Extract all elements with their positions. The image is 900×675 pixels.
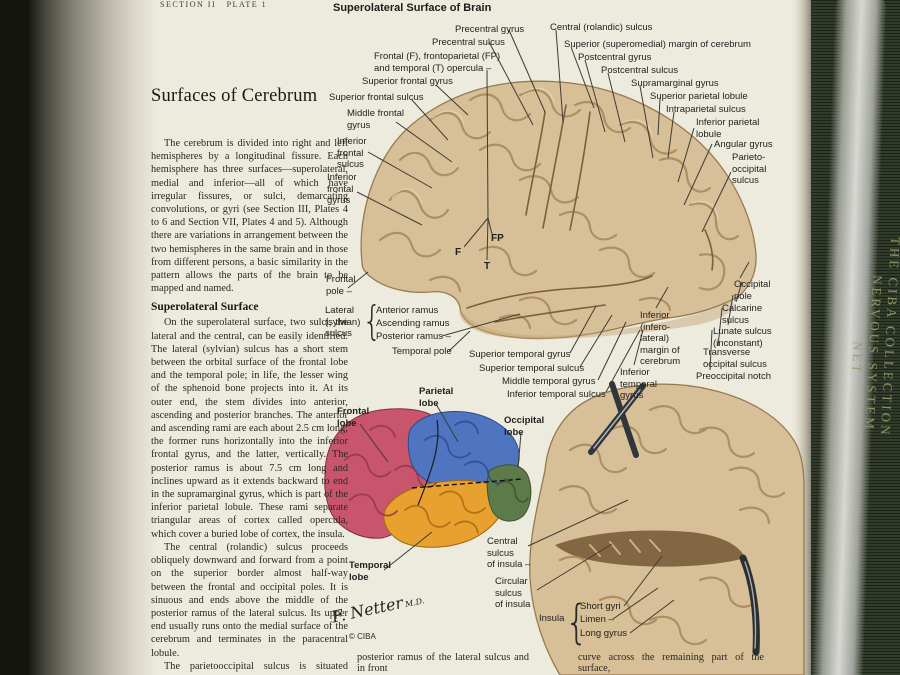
copyright-ciba: © CIBA: [349, 632, 376, 641]
label-superior-temporal-gyrus: Superior temporal gyrus: [469, 349, 571, 360]
paragraph: The cerebrum is divided into right and l…: [151, 138, 348, 295]
article-column: Surfaces of Cerebrum The cerebrum is div…: [151, 86, 348, 675]
label-inferior-temporal-sulcus: Inferior temporal sulcus: [507, 389, 606, 400]
paragraph: The central (rolandic) sulcus proceeds o…: [151, 541, 348, 659]
label-superior-frontal-sulcus: Superior frontal sulcus: [329, 92, 424, 103]
article-heading: Surfaces of Cerebrum: [151, 86, 318, 106]
label-superior-temporal-sulcus: Superior temporal sulcus: [479, 363, 585, 374]
label-circular-sulcus-of-insula: Circular sulcus of insula: [495, 576, 531, 610]
label-posterior-ramus: Posterior ramus –: [376, 331, 451, 342]
label-temporal-pole: Temporal pole: [392, 346, 452, 357]
sylvian-brace: {: [362, 297, 382, 345]
label-frontal-lobe: Frontal lobe: [337, 406, 370, 429]
label-superior-parietal-lobule: Superior parietal lobule: [650, 91, 748, 102]
label-short-gyri: Short gyri: [580, 601, 621, 612]
label-intraparietal-sulcus: Intraparietal sulcus: [666, 104, 746, 115]
label-middle-temporal-gyrus: Middle temporal gyrus: [502, 376, 596, 387]
label-inferior-frontal-gyrus: Inferior frontal gyrus: [327, 172, 357, 206]
label-superior-margin: Superior (superomedial) margin of cerebr…: [564, 39, 751, 50]
label-angular-gyrus: Angular gyrus: [714, 139, 773, 150]
label-postcentral-gyrus: Postcentral gyrus: [578, 52, 652, 63]
paragraph: The parietooccipital sulcus is situated …: [151, 660, 348, 675]
article-subheading: Superolateral Surface: [151, 301, 259, 314]
continuation-right-column: curve across the remaining part of the s…: [578, 652, 764, 674]
plate-title: Superolateral Surface of Brain: [333, 2, 492, 14]
label-parietal-lobe: Parietal lobe: [419, 386, 454, 409]
label-occipital-pole: Occipital pole: [734, 279, 771, 302]
label-inferior-frontal-sulcus: Inferior frontal sulcus: [337, 136, 367, 170]
signature-suffix: M.D.: [404, 596, 426, 610]
label-letter-fp: FP: [491, 233, 504, 244]
paragraph: On the superolateral surface, two sulci,…: [151, 317, 348, 540]
continuation-middle-column: posterior ramus of the lateral sulcus an…: [357, 652, 529, 674]
label-ascending-ramus: Ascending ramus: [376, 318, 450, 329]
label-precentral-sulcus: Precentral sulcus: [432, 37, 505, 48]
label-insula: Insula: [539, 613, 565, 624]
label-opercula: Frontal (F), frontoparietal (FP) and tem…: [374, 51, 501, 74]
leader-lines: [347, 29, 750, 634]
label-inferior-temporal-gyrus: Inferior temporal gyrus: [620, 367, 657, 401]
label-supramarginal-gyrus: Supramarginal gyrus: [631, 78, 719, 89]
label-inferolateral-margin: Inferior (infero- lateral) margin of cer…: [640, 310, 681, 367]
label-postcentral-sulcus: Postcentral sulcus: [601, 65, 679, 76]
label-lateral-sylvian-sulcus: Lateral (sylvian) sulcus: [325, 305, 361, 339]
label-limen: Limen –: [580, 614, 614, 625]
label-lunate-sulcus: Lunate sulcus (inconstant): [713, 326, 772, 349]
label-parieto-occipital-sulcus: Parieto- occipital sulcus: [732, 152, 767, 186]
label-inferior-parietal-lobule: Inferior parietal lobule: [696, 117, 760, 140]
label-calcarine-sulcus: Calcarine sulcus: [722, 303, 763, 326]
label-occipital-lobe: Occipital lobe: [504, 415, 545, 438]
label-transverse-occipital-sulcus: Transverse occipital sulcus: [703, 347, 767, 370]
label-letter-f: F: [455, 247, 462, 258]
spine-partial: NET: [848, 340, 866, 376]
label-long-gyrus: Long gyrus: [580, 628, 628, 639]
label-precentral-gyrus: Precentral gyrus: [455, 24, 525, 35]
label-superior-frontal-gyrus: Superior frontal gyrus: [362, 76, 453, 87]
label-middle-frontal-gyrus: Middle frontal gyrus: [347, 108, 405, 131]
label-letter-t: T: [484, 261, 491, 272]
label-frontal-pole: Frontal pole –: [326, 274, 356, 297]
label-preoccipital-notch: Preoccipital notch: [696, 371, 771, 382]
label-central-rolandic-sulcus: Central (rolandic) sulcus: [550, 22, 653, 33]
insula-brace: {: [564, 595, 589, 649]
label-anterior-ramus: Anterior ramus: [376, 305, 439, 316]
label-central-sulcus-of-insula: Central sulcus of insula –: [487, 536, 531, 570]
section-plate-header: SECTION II PLATE 1: [160, 0, 268, 9]
book-cover-spine: THE CIBA COLLECTION NERVOUS SYSTEM NET: [810, 0, 900, 675]
book-page: [28, 0, 808, 675]
label-temporal-lobe: Temporal lobe: [349, 560, 392, 583]
